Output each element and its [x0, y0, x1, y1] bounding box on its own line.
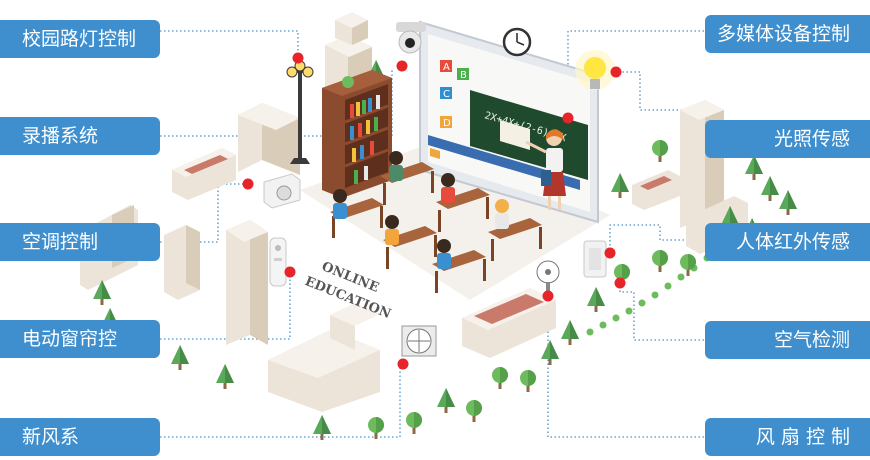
label-human-infrared-sensor: 人体红外传感	[705, 223, 870, 261]
option-a-box	[440, 60, 452, 72]
ventilation-fan-icon	[401, 325, 437, 357]
label-recording-broadcast-system: 录播系统	[0, 117, 160, 155]
label-campus-streetlight-control: 校园路灯控制	[0, 20, 160, 58]
label-air-quality-detection: 空气检测	[705, 321, 870, 359]
option-a: A	[443, 62, 450, 73]
street-lamp	[286, 60, 314, 164]
air-purifier-icon	[583, 240, 607, 278]
label-fresh-air-system: 新风系	[0, 418, 160, 456]
option-c: C	[443, 89, 450, 100]
teacher-figure	[525, 129, 566, 210]
curtain-remote-icon	[269, 237, 287, 287]
student-desks	[330, 151, 542, 293]
option-b-box	[457, 68, 469, 80]
sensor-dots	[242, 52, 626, 370]
wall-clock	[502, 27, 532, 57]
option-b: B	[460, 70, 467, 81]
option-c-box	[440, 87, 452, 99]
security-camera-icon	[396, 22, 426, 54]
label-multimedia-device-control: 多媒体设备控制	[705, 15, 870, 53]
option-d-box	[440, 116, 452, 128]
light-bulb-icon	[575, 50, 615, 90]
option-d: D	[443, 118, 451, 129]
label-air-conditioner-control: 空调控制	[0, 223, 160, 261]
desk-fan-icon	[536, 260, 560, 294]
bookshelf	[322, 70, 392, 198]
air-conditioner-icon	[263, 173, 301, 209]
label-fan-control: 风 扇 控 制	[705, 418, 870, 456]
label-electric-curtain-control: 电动窗帘控	[0, 320, 160, 358]
label-light-sensor: 光照传感	[705, 120, 870, 158]
